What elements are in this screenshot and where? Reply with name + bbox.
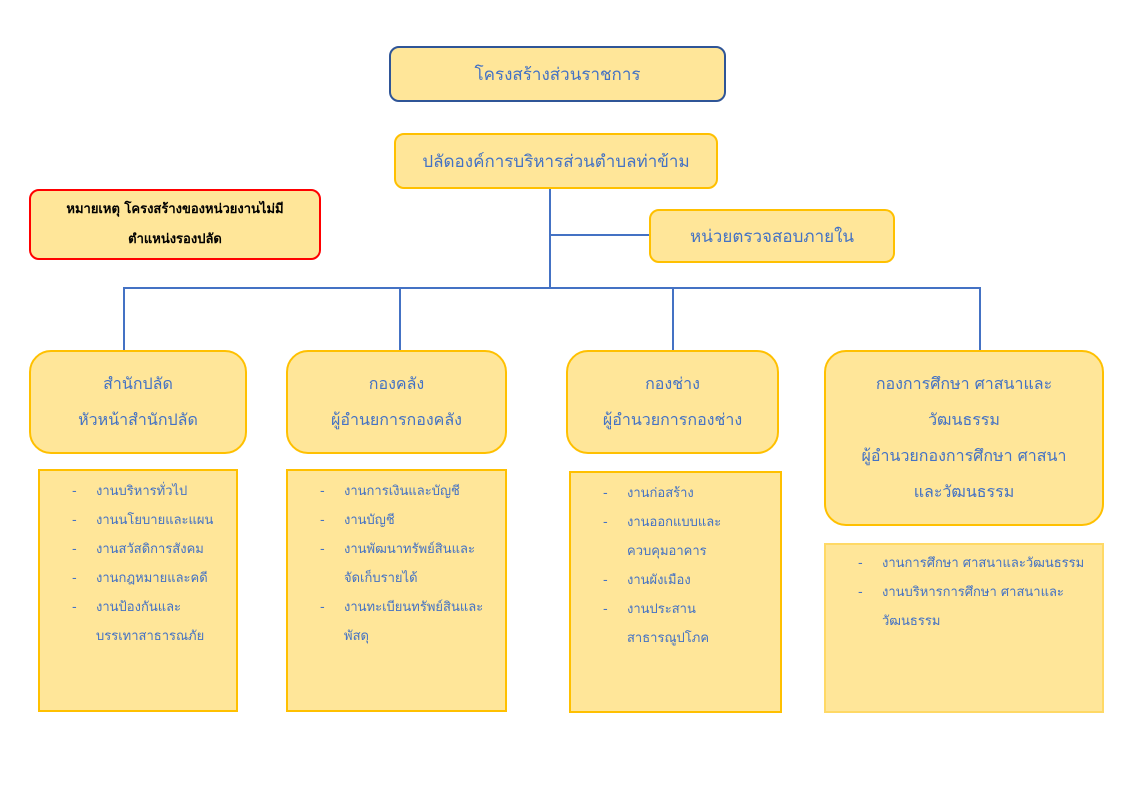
task-text: งานก่อสร้าง bbox=[627, 486, 694, 501]
task-item: บรรเทาสาธารณภัย bbox=[40, 622, 236, 651]
task-text: บรรเทาสาธารณภัย bbox=[96, 629, 205, 644]
department-box: กองการศึกษา ศาสนาและวัฒนธรรมผู้อำนวยกองก… bbox=[824, 350, 1104, 526]
department-line: สำนักปลัด bbox=[103, 374, 173, 393]
task-item: - งานบริหารทั่วไป bbox=[40, 477, 236, 506]
audit-text: หน่วยตรวจสอบภายใน bbox=[689, 226, 855, 247]
task-text: งานทะเบียนทรัพย์สินและ bbox=[344, 600, 484, 615]
bullet-dash: - bbox=[72, 542, 77, 557]
task-text: งานบัญชี bbox=[344, 513, 395, 528]
task-item: - งานออกแบบและ bbox=[571, 508, 780, 537]
task-item: - งานบริหารการศึกษา ศาสนาและ bbox=[826, 578, 1102, 607]
bullet-dash: - bbox=[320, 484, 325, 499]
task-item: - งานนโยบายและแผน bbox=[40, 506, 236, 535]
task-text: ควบคุมอาคาร bbox=[627, 544, 707, 559]
task-list-box: - งานก่อสร้าง - งานออกแบบและควบคุมอาคาร - งาน… bbox=[569, 471, 782, 713]
task-item: ควบคุมอาคาร bbox=[571, 537, 780, 566]
connector-dept-4 bbox=[979, 288, 981, 350]
bullet-dash: - bbox=[72, 513, 77, 528]
task-item: พัสดุ bbox=[288, 622, 505, 651]
connector-dept-2 bbox=[399, 288, 401, 350]
task-list-box: - งานบริหารทั่วไป - งานนโยบายและแผน - งานสวัส… bbox=[38, 469, 238, 712]
connector-audit bbox=[550, 234, 649, 236]
note-line-1: หมายเหตุ โครงสร้างของหน่วยงานไม่มี bbox=[66, 201, 284, 217]
connector-dept-3 bbox=[672, 288, 674, 350]
bullet-dash: - bbox=[603, 602, 608, 617]
department-line: ผู้อำนยการกองคลัง bbox=[331, 410, 462, 429]
task-item: - งานทะเบียนทรัพย์สินและ bbox=[288, 593, 505, 622]
bullet-dash: - bbox=[320, 600, 325, 615]
department-box: สำนักปลัดหัวหน้าสำนักปลัด bbox=[29, 350, 247, 454]
bullet-dash: - bbox=[603, 515, 608, 530]
department-line: และวัฒนธรรม bbox=[913, 482, 1015, 501]
department-line: ผู้อำนวยการกองช่าง bbox=[602, 410, 743, 429]
department-box: กองคลังผู้อำนยการกองคลัง bbox=[286, 350, 507, 454]
task-item: - งานก่อสร้าง bbox=[571, 479, 780, 508]
connector-horizontal bbox=[123, 287, 981, 289]
bullet-dash: - bbox=[320, 542, 325, 557]
head-text: ปลัดองค์การบริหารส่วนตำบลท่าข้าม bbox=[422, 151, 690, 172]
audit-box: หน่วยตรวจสอบภายใน bbox=[649, 209, 895, 263]
department-line: ผู้อำนวยกองการศึกษา ศาสนา bbox=[861, 446, 1067, 465]
note-line-2: ตำแหน่งรองปลัด bbox=[128, 231, 222, 247]
title-text: โครงสร้างส่วนราชการ bbox=[474, 64, 641, 85]
task-text: งานบริหารการศึกษา ศาสนาและ bbox=[882, 585, 1064, 600]
task-item: - งานบัญชี bbox=[288, 506, 505, 535]
department-line: หัวหน้าสำนักปลัด bbox=[78, 410, 198, 429]
task-item: วัฒนธรรม bbox=[826, 607, 1102, 636]
task-item: - งานการเงินและบัญชี bbox=[288, 477, 505, 506]
task-item: - งานผังเมือง bbox=[571, 566, 780, 595]
task-text: จัดเก็บรายได้ bbox=[344, 571, 418, 586]
task-item: - งานสวัสดิการสังคม bbox=[40, 535, 236, 564]
task-text: งานผังเมือง bbox=[627, 573, 691, 588]
task-text: งานบริหารทั่วไป bbox=[96, 484, 188, 499]
bullet-dash: - bbox=[858, 556, 863, 571]
department-line: กองคลัง bbox=[368, 374, 425, 393]
task-item: สาธารณูปโภค bbox=[571, 624, 780, 653]
task-text: งานกฎหมายและคดี bbox=[96, 571, 208, 586]
bullet-dash: - bbox=[858, 585, 863, 600]
bullet-dash: - bbox=[72, 571, 77, 586]
task-text: งานการศึกษา ศาสนาและวัฒนธรรม bbox=[882, 556, 1085, 571]
connector-dept-1 bbox=[123, 288, 125, 350]
task-item: - งานพัฒนาทรัพย์สินและ bbox=[288, 535, 505, 564]
task-text: งานออกแบบและ bbox=[627, 515, 722, 530]
department-line: กองช่าง bbox=[645, 374, 700, 393]
task-item: - งานการศึกษา ศาสนาและวัฒนธรรม bbox=[826, 549, 1102, 578]
department-box: กองช่างผู้อำนวยการกองช่าง bbox=[566, 350, 779, 454]
department-line: กองการศึกษา ศาสนาและ bbox=[875, 374, 1053, 393]
task-text: งานประสาน bbox=[627, 602, 696, 617]
task-item: - งานประสาน bbox=[571, 595, 780, 624]
bullet-dash: - bbox=[603, 486, 608, 501]
head-box: ปลัดองค์การบริหารส่วนตำบลท่าข้าม bbox=[394, 133, 718, 189]
department-line: วัฒนธรรม bbox=[928, 410, 1000, 429]
task-list-box: - งานการศึกษา ศาสนาและวัฒนธรรม - งานบริหารก… bbox=[824, 543, 1104, 713]
bullet-dash: - bbox=[320, 513, 325, 528]
task-text: งานการเงินและบัญชี bbox=[344, 484, 460, 499]
task-text: งานพัฒนาทรัพย์สินและ bbox=[344, 542, 475, 557]
task-text: พัสดุ bbox=[344, 629, 369, 644]
note-box: หมายเหตุ โครงสร้างของหน่วยงานไม่มี ตำแหน… bbox=[29, 189, 321, 260]
task-text: สาธารณูปโภค bbox=[627, 631, 710, 646]
task-item: - งานกฎหมายและคดี bbox=[40, 564, 236, 593]
task-list-box: - งานการเงินและบัญชี - งานบัญชี - งานพัฒนาทรั… bbox=[286, 469, 507, 712]
bullet-dash: - bbox=[72, 484, 77, 499]
page-title: โครงสร้างส่วนราชการ bbox=[389, 46, 726, 102]
task-text: วัฒนธรรม bbox=[882, 614, 941, 629]
task-item: จัดเก็บรายได้ bbox=[288, 564, 505, 593]
task-text: งานนโยบายและแผน bbox=[96, 513, 214, 528]
task-item: - งานป้องกันและ bbox=[40, 593, 236, 622]
task-text: งานป้องกันและ bbox=[96, 600, 182, 615]
connector-head-down bbox=[549, 188, 551, 288]
task-text: งานสวัสดิการสังคม bbox=[96, 542, 204, 557]
bullet-dash: - bbox=[72, 600, 77, 615]
bullet-dash: - bbox=[603, 573, 608, 588]
